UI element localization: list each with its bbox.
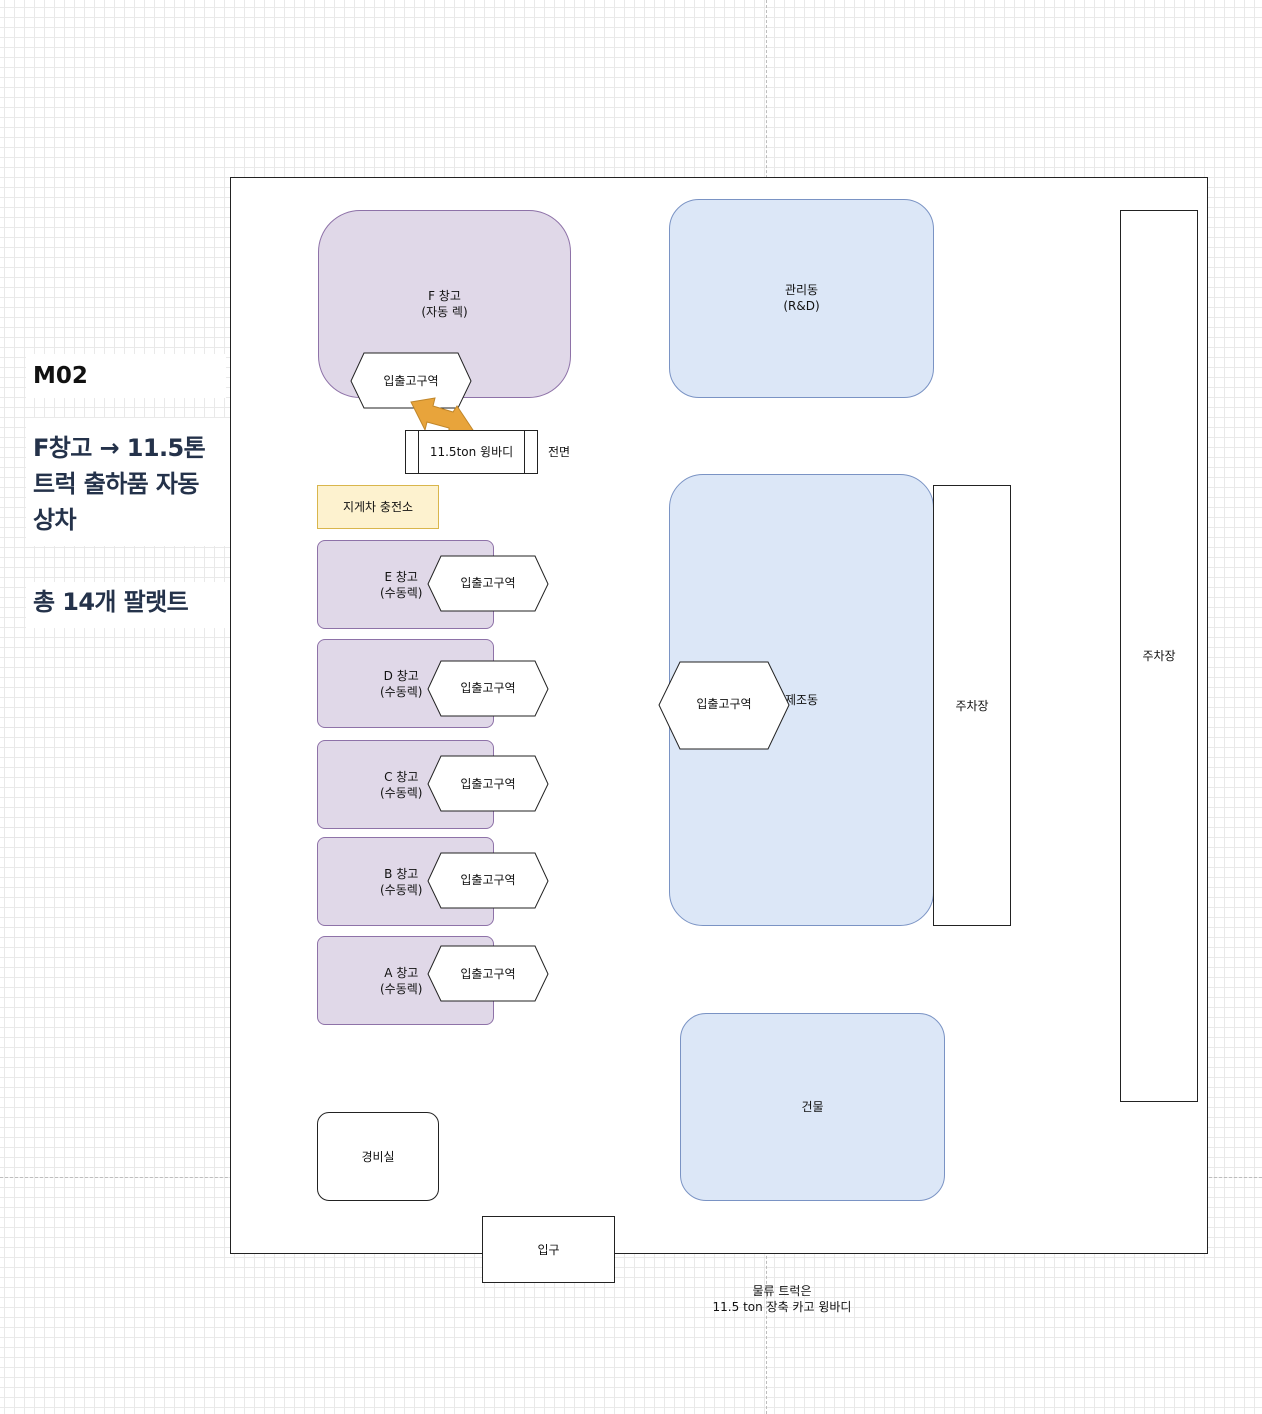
dock-c[interactable] — [427, 755, 549, 812]
manufacturing-building-label: 제조동 — [784, 693, 819, 707]
dock-b-label: 입출고구역 — [460, 873, 516, 887]
building[interactable]: 건물 — [680, 1013, 945, 1201]
admin-building-label: 관리동 (R&D) — [783, 283, 820, 313]
dock-a-label: 입출고구역 — [460, 967, 516, 981]
truck-label: 11.5ton 윙바디 — [429, 445, 514, 459]
dock-d-label: 입출고구역 — [460, 681, 516, 695]
warehouse-b-label: B 창고 (수동렉) — [380, 866, 423, 897]
truck-right-line — [524, 430, 525, 474]
truck-wing-body[interactable]: 11.5ton 윙바디 — [405, 430, 538, 474]
warehouse-e[interactable]: E 창고 (수동렉) — [317, 540, 494, 629]
dock-manufacturing[interactable] — [658, 661, 790, 750]
admin-building[interactable]: 관리동 (R&D) — [669, 199, 934, 398]
entrance[interactable]: 입구 — [482, 1216, 615, 1283]
diagram-code: M02 — [26, 354, 226, 398]
dock-e[interactable] — [427, 555, 549, 612]
parking-inner[interactable]: 주차장 — [933, 485, 1011, 926]
entrance-label: 입구 — [537, 1242, 560, 1257]
parking-inner-label: 주차장 — [955, 698, 989, 713]
warehouse-e-label: E 창고 (수동렉) — [380, 569, 423, 600]
warehouse-a-label: A 창고 (수동렉) — [380, 965, 423, 996]
dock-d[interactable] — [427, 660, 549, 717]
truck-note: 물류 트럭은 11.5 ton 장축 카고 윙바디 — [712, 1284, 852, 1314]
forklift-charging-label: 지게차 충전소 — [342, 500, 414, 514]
guardhouse[interactable]: 경비실 — [317, 1112, 439, 1201]
warehouse-d-label: D 창고 (수동렉) — [380, 668, 423, 699]
forklift-charging-station[interactable]: 지게차 충전소 — [317, 485, 439, 529]
parking-outer[interactable]: 주차장 — [1120, 210, 1198, 1102]
dock-e-label: 입출고구역 — [460, 576, 516, 590]
guardhouse-label: 경비실 — [361, 1149, 395, 1164]
dock-f-label: 입출고구역 — [383, 374, 439, 388]
truck-front-label: 전면 — [547, 445, 571, 459]
dock-manufacturing-label: 입출고구역 — [696, 697, 752, 711]
dock-c-label: 입출고구역 — [460, 777, 516, 791]
total-pallets: 총 14개 팔랫트 — [26, 582, 230, 628]
building-label: 건물 — [801, 1100, 824, 1114]
warehouse-c-label: C 창고 (수동렉) — [380, 769, 423, 800]
warehouse-f-label: F 창고 (자동 렉) — [421, 289, 468, 319]
dock-b[interactable] — [427, 852, 549, 909]
dock-a[interactable] — [427, 945, 549, 1002]
parking-outer-label: 주차장 — [1142, 649, 1176, 663]
diagram-subtitle: F창고 → 11.5톤 트럭 출하품 자동 상차 — [26, 418, 230, 546]
truck-left-line — [418, 430, 419, 474]
